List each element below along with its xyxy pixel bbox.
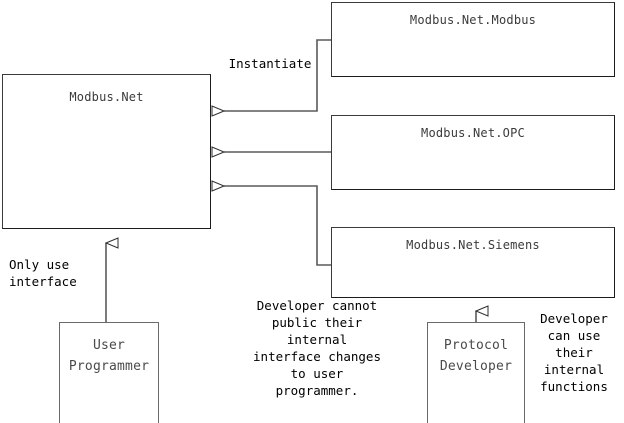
- note-only-use-interface: Only use interface: [9, 257, 77, 289]
- package-title-modbus-net-opc: Modbus.Net.OPC: [421, 126, 525, 140]
- connector-modbus-to-core: [224, 39, 331, 111]
- actor-title-protocol-developer: Protocol Developer: [439, 338, 517, 374]
- actor-box-user-programmer[interactable]: User Programmer: [59, 322, 159, 423]
- note-developer-can-use: Developer can use their internal functio…: [540, 311, 608, 394]
- actor-title-user-programmer: User Programmer: [68, 338, 150, 374]
- package-title-modbus-net: Modbus.Net: [69, 90, 144, 104]
- package-box-modbus-net[interactable]: Modbus.Net: [2, 74, 211, 229]
- package-box-modbus-net-opc[interactable]: Modbus.Net.OPC: [331, 115, 615, 190]
- note-developer-cannot-public: Developer cannot public their internal i…: [253, 298, 381, 398]
- package-box-modbus-net-siemens[interactable]: Modbus.Net.Siemens: [331, 227, 615, 298]
- edge-label-instantiate: Instantiate: [228, 56, 312, 71]
- connector-siemens-to-core: [224, 186, 331, 266]
- package-title-modbus-net-modbus: Modbus.Net.Modbus: [409, 13, 537, 27]
- package-box-modbus-net-modbus[interactable]: Modbus.Net.Modbus: [331, 2, 615, 77]
- actor-box-protocol-developer[interactable]: Protocol Developer: [427, 322, 525, 423]
- package-title-modbus-net-siemens: Modbus.Net.Siemens: [406, 238, 540, 252]
